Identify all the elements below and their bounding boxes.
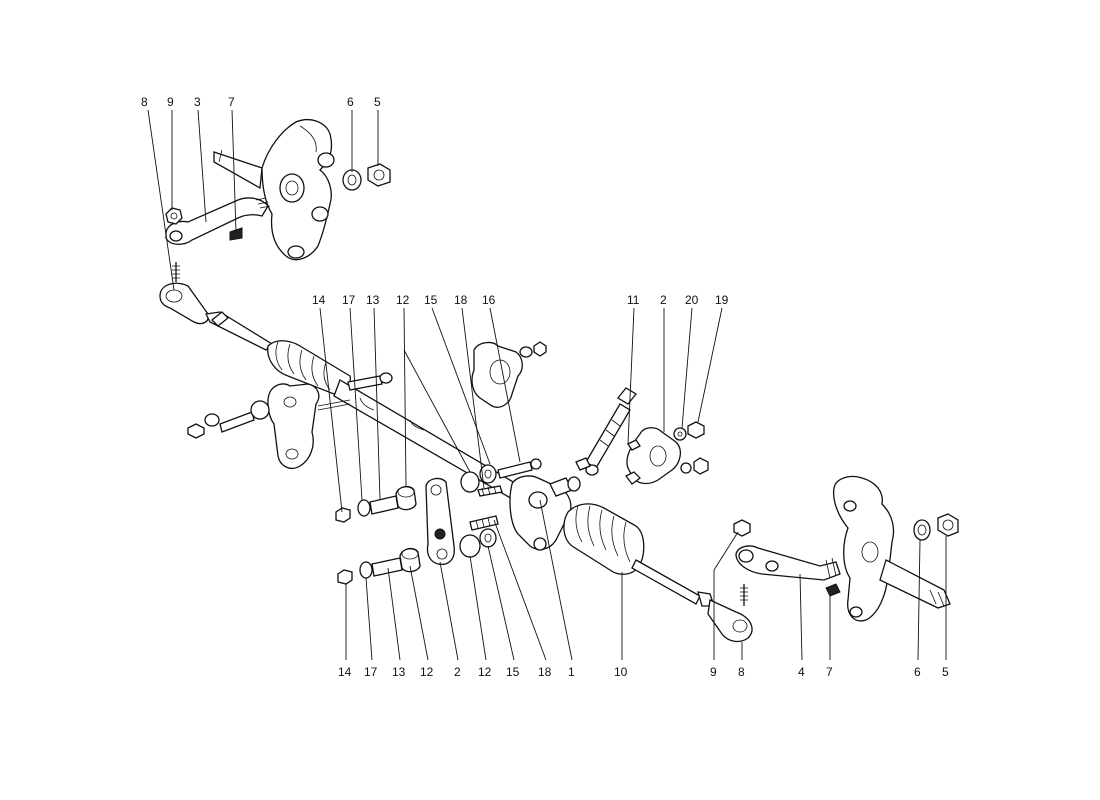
centre-studs-lower bbox=[469, 515, 499, 531]
callout-8-bottom: 8 bbox=[738, 665, 745, 679]
callout-7-top: 7 bbox=[228, 95, 235, 109]
callout-13-bottom: 13 bbox=[392, 665, 406, 679]
callout-17-top: 17 bbox=[342, 293, 356, 307]
washer-20 bbox=[673, 427, 687, 441]
upper-bolt-13 bbox=[369, 495, 399, 515]
stud-16 bbox=[497, 458, 542, 479]
callout-18-top: 18 bbox=[454, 293, 468, 307]
upper-nut-14 bbox=[335, 507, 351, 523]
leader-lines bbox=[147, 109, 947, 661]
left-clamp-bracket bbox=[267, 383, 320, 470]
callout-11: 11 bbox=[627, 293, 640, 307]
callout-4: 4 bbox=[798, 665, 805, 679]
right-tie-rod-end-8 bbox=[707, 584, 753, 643]
right-steering-knuckle bbox=[832, 475, 951, 622]
left-upper-bolt bbox=[317, 372, 393, 411]
callout-18-bottom: 18 bbox=[538, 665, 552, 679]
callout-12-top: 12 bbox=[396, 293, 410, 307]
callout-9-top: 9 bbox=[167, 95, 174, 109]
upper-bush-12 bbox=[395, 485, 417, 511]
upper-washer-17 bbox=[357, 499, 371, 517]
right-knuckle-nut-5 bbox=[937, 513, 959, 537]
callout-10: 10 bbox=[614, 665, 628, 679]
callout-1: 1 bbox=[568, 665, 575, 679]
right-steering-arm-4 bbox=[735, 545, 841, 581]
centre-bush-lower bbox=[459, 528, 497, 558]
callout-2-bottom: 2 bbox=[454, 665, 461, 679]
callout-9-bottom: 9 bbox=[710, 665, 717, 679]
callout-7-bottom: 7 bbox=[826, 665, 833, 679]
callout-3: 3 bbox=[194, 95, 201, 109]
centre-bush-upper bbox=[460, 464, 497, 493]
lower-nut-14 bbox=[337, 569, 353, 585]
callout-15-top: 15 bbox=[424, 293, 438, 307]
centre-bracket-plate-2 bbox=[425, 477, 455, 566]
left-knuckle-nut bbox=[367, 163, 391, 187]
right-rack-boot-10 bbox=[563, 503, 645, 575]
callout-6-bottom: 6 bbox=[914, 665, 921, 679]
right-arm-nut-9 bbox=[733, 519, 751, 537]
left-steering-knuckle bbox=[213, 119, 335, 261]
callout-14-top: 14 bbox=[312, 293, 326, 307]
nut-19 bbox=[687, 421, 705, 439]
lower-washer-17 bbox=[359, 561, 373, 579]
callout-15-bottom: 15 bbox=[506, 665, 520, 679]
right-knuckle-washer-6 bbox=[913, 519, 931, 541]
callout-5-top: 5 bbox=[374, 95, 381, 109]
top-saddle-clamp bbox=[471, 341, 547, 408]
callout-5-bottom: 5 bbox=[942, 665, 949, 679]
right-tie-rod bbox=[631, 559, 715, 607]
callout-20: 20 bbox=[685, 293, 699, 307]
callout-17-bottom: 17 bbox=[364, 665, 378, 679]
pinion-lower-fixings bbox=[680, 457, 709, 475]
callout-12-bottom-b: 12 bbox=[478, 665, 492, 679]
pinion-bracket-2 bbox=[625, 427, 682, 485]
callout-19: 19 bbox=[715, 293, 729, 307]
callout-2-top: 2 bbox=[660, 293, 667, 307]
centre-studs-upper bbox=[477, 485, 503, 497]
callout-13-top: 13 bbox=[366, 293, 380, 307]
callout-14-bottom: 14 bbox=[338, 665, 352, 679]
callout-16: 16 bbox=[482, 293, 496, 307]
lower-bush-12 bbox=[399, 547, 421, 573]
callout-6-top: 6 bbox=[347, 95, 354, 109]
left-tie-rod-end bbox=[159, 262, 209, 325]
callout-8-top: 8 bbox=[141, 95, 148, 109]
left-mount-bolt bbox=[187, 400, 270, 439]
lower-bolt-13 bbox=[371, 557, 403, 577]
rack-housing-1 bbox=[509, 475, 581, 551]
right-key-7 bbox=[825, 583, 841, 597]
pinion-shaft-11 bbox=[575, 387, 637, 476]
left-knuckle-washer bbox=[342, 169, 362, 191]
left-steering-arm bbox=[165, 197, 271, 245]
left-tie-rod bbox=[205, 311, 274, 351]
callout-12-bottom-a: 12 bbox=[420, 665, 434, 679]
callout-labels: 8 9 3 7 6 5 14 17 13 12 15 18 16 11 2 20… bbox=[141, 95, 949, 679]
